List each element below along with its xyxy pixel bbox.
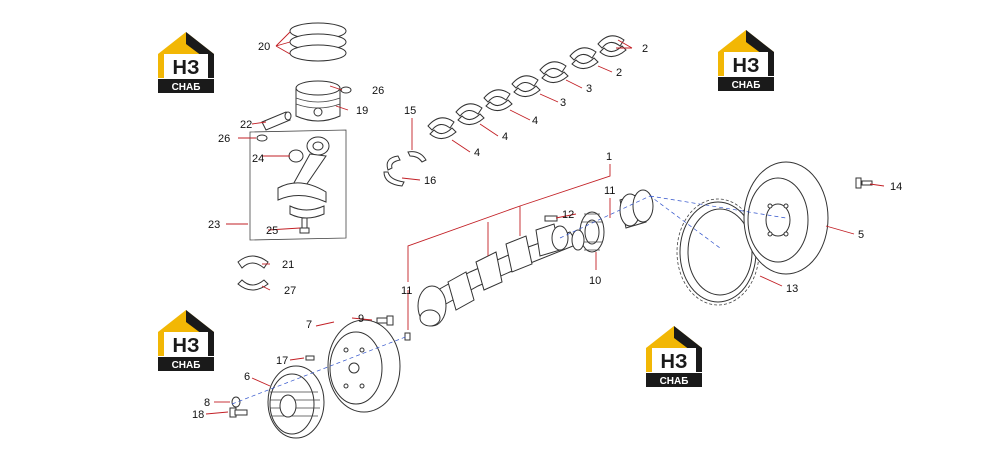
callout-1: 1 (606, 151, 612, 163)
logo-top-left: НЗ СНАБ (158, 32, 214, 93)
rod-bearing-lower (237, 279, 269, 291)
callout-2-upper: 2 (642, 43, 648, 55)
callout-6: 6 (244, 371, 250, 383)
callout-13: 13 (786, 283, 798, 295)
crank-ring (571, 229, 585, 251)
logo-word: СНАБ (732, 80, 761, 91)
callout-24: 24 (252, 153, 264, 165)
callout-2-lower: 2 (616, 67, 622, 79)
crank-axis (231, 195, 787, 405)
callout-7: 7 (306, 319, 312, 331)
logo-mark: НЗ (173, 335, 200, 357)
flywheel (743, 161, 829, 275)
callout-5: 5 (858, 229, 864, 241)
callout-15: 15 (404, 105, 416, 117)
callout-4-a: 4 (532, 115, 538, 127)
logo-mark: НЗ (173, 57, 200, 79)
callout-3-lower: 3 (560, 97, 566, 109)
connecting-rod-group-frame (249, 129, 347, 241)
logo-word: СНАБ (172, 82, 201, 93)
main-bearings-row (427, 35, 627, 139)
crank-gear (579, 211, 605, 253)
callout-26-lower: 26 (218, 133, 230, 145)
crankshaft-pulley (327, 319, 401, 413)
dowel-pin (544, 215, 558, 222)
piston-pin (261, 111, 292, 131)
piston (295, 80, 341, 122)
leader-lines (205, 31, 885, 415)
small-end-bushing (288, 149, 304, 163)
pulley-bolt (376, 315, 394, 326)
circlip-upper (340, 86, 352, 94)
callout-3-upper: 3 (586, 83, 592, 95)
thrust-washers (383, 151, 427, 187)
logo-mark: НЗ (733, 55, 760, 77)
logo-word: СНАБ (660, 376, 689, 387)
rear-seal (619, 189, 654, 229)
callout-4-b: 4 (502, 131, 508, 143)
callout-9: 9 (358, 313, 364, 325)
ring-gear (676, 198, 760, 306)
piston-rings (289, 22, 347, 62)
callout-11-right: 11 (604, 185, 615, 197)
callout-18: 18 (192, 409, 204, 421)
callout-26: 26 (372, 85, 384, 97)
logo-word: СНАБ (172, 360, 201, 371)
callout-27: 27 (284, 285, 296, 297)
flywheel-bolt (855, 177, 873, 189)
callout-23: 23 (208, 219, 220, 231)
logo-mark: НЗ (661, 351, 688, 373)
callout-11-left: 11 (401, 285, 412, 297)
callout-17: 17 (276, 355, 288, 367)
callout-19: 19 (356, 105, 368, 117)
rod-bearing-upper (237, 255, 269, 269)
logo-bottom-center: НЗ СНАБ (646, 326, 702, 387)
callout-10: 10 (589, 275, 601, 287)
circlip-lower (256, 134, 268, 142)
callout-8: 8 (204, 397, 210, 409)
callout-16: 16 (424, 175, 436, 187)
damper-bolt (229, 407, 248, 418)
damper-washer (231, 396, 241, 408)
callout-12: 12 (562, 209, 574, 221)
crankshaft (417, 223, 579, 327)
callout-4-c: 4 (474, 147, 480, 159)
callout-20: 20 (258, 41, 270, 53)
callout-21: 21 (282, 259, 294, 271)
callout-14: 14 (890, 181, 902, 193)
pulley-pin (305, 355, 315, 361)
callout-22: 22 (240, 119, 252, 131)
connecting-rod (277, 136, 330, 219)
key-pin (404, 332, 411, 341)
vibration-damper (267, 365, 325, 439)
callout-25: 25 (266, 225, 278, 237)
rod-bolt (299, 217, 310, 234)
callout-labels: 20 26 19 22 26 24 23 25 21 27 2 2 3 3 4 … (192, 41, 902, 421)
logo-bottom-left: НЗ СНАБ (158, 310, 214, 371)
logo-top-right: НЗ СНАБ (718, 30, 774, 91)
